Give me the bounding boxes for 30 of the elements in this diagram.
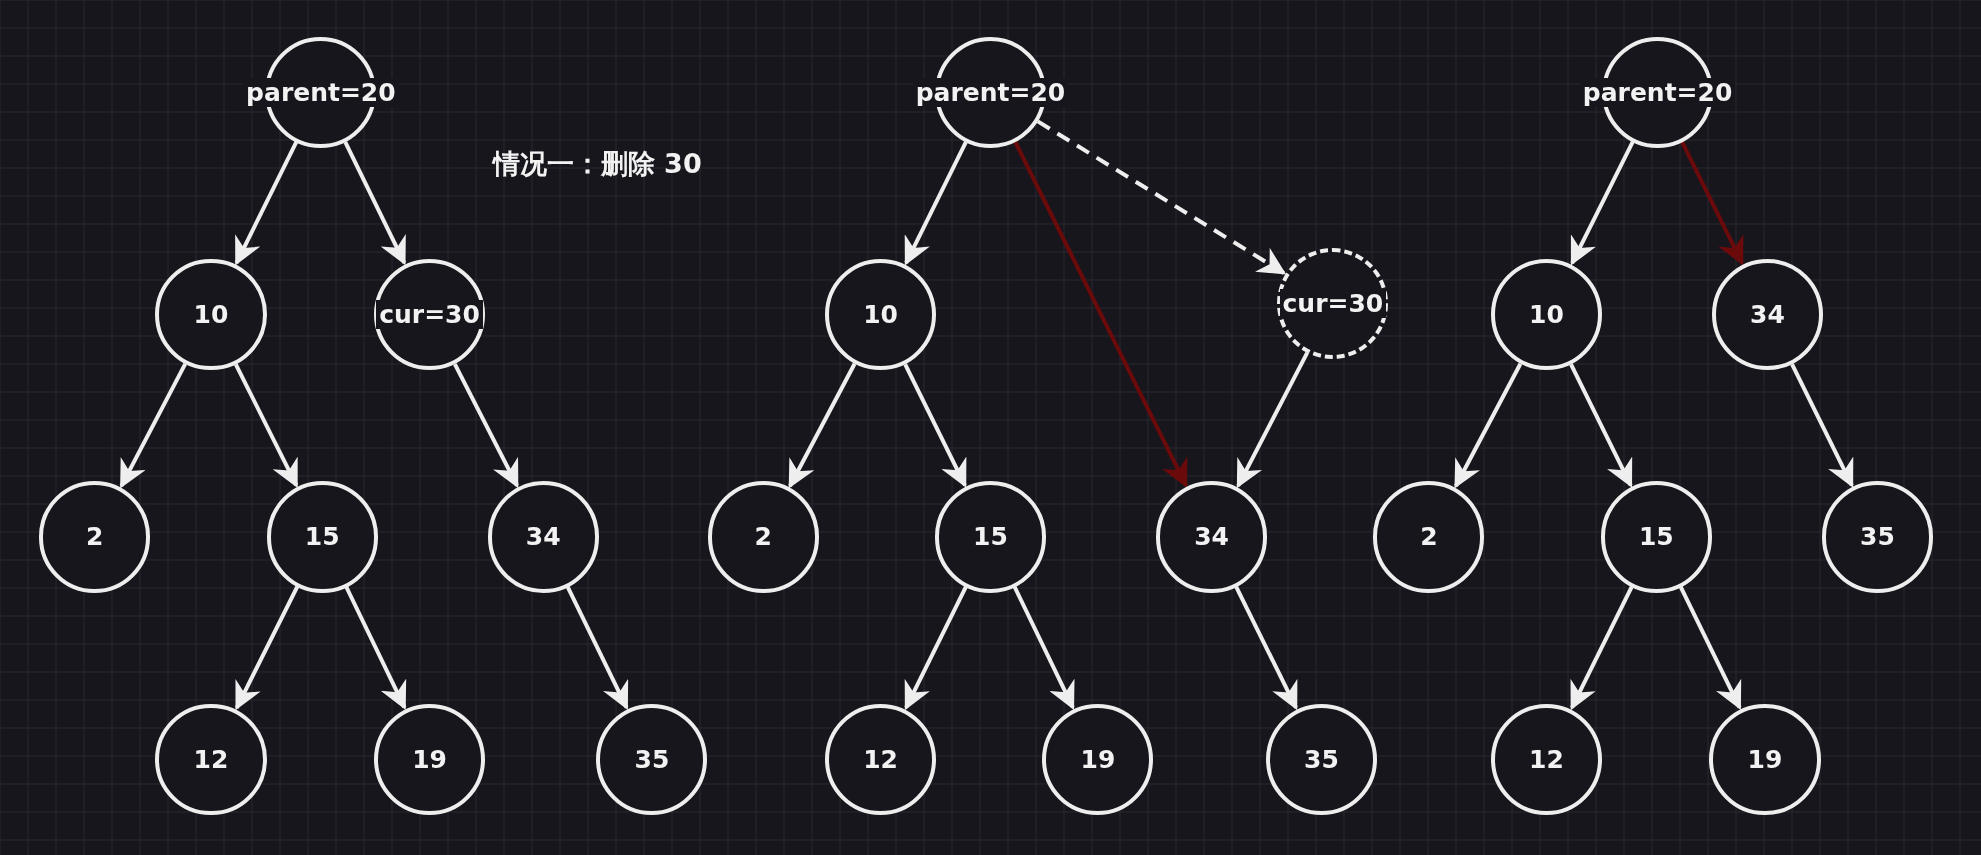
arrow [453,363,519,489]
arrow [1036,119,1287,275]
arrow [1013,141,1188,488]
arrow [343,141,407,266]
arrow [1454,362,1523,489]
node-label: parent=20 [1579,77,1736,107]
arrow [119,362,187,489]
arrow [1234,585,1298,711]
node-label: cur=30 [376,300,483,330]
node-label: cur=30 [1279,288,1387,318]
arrow [234,585,300,711]
arrow [1570,585,1634,711]
arrow [788,362,857,489]
arrow [1570,141,1635,266]
arrow [904,585,968,711]
arrow [234,363,299,488]
caption-text: 情况一：删除 30 [492,148,702,181]
arrow [1680,141,1744,266]
node-label: parent=20 [243,77,399,107]
arrow [234,141,299,266]
arrow [565,586,629,711]
arrow [1569,363,1633,488]
arrow [1678,586,1742,711]
arrow [344,586,407,710]
arrow [904,141,968,266]
arrow [903,363,967,488]
arrow [1236,351,1310,489]
node-label: parent=20 [912,77,1069,107]
arrow [1012,586,1075,710]
arrow [1790,363,1854,488]
